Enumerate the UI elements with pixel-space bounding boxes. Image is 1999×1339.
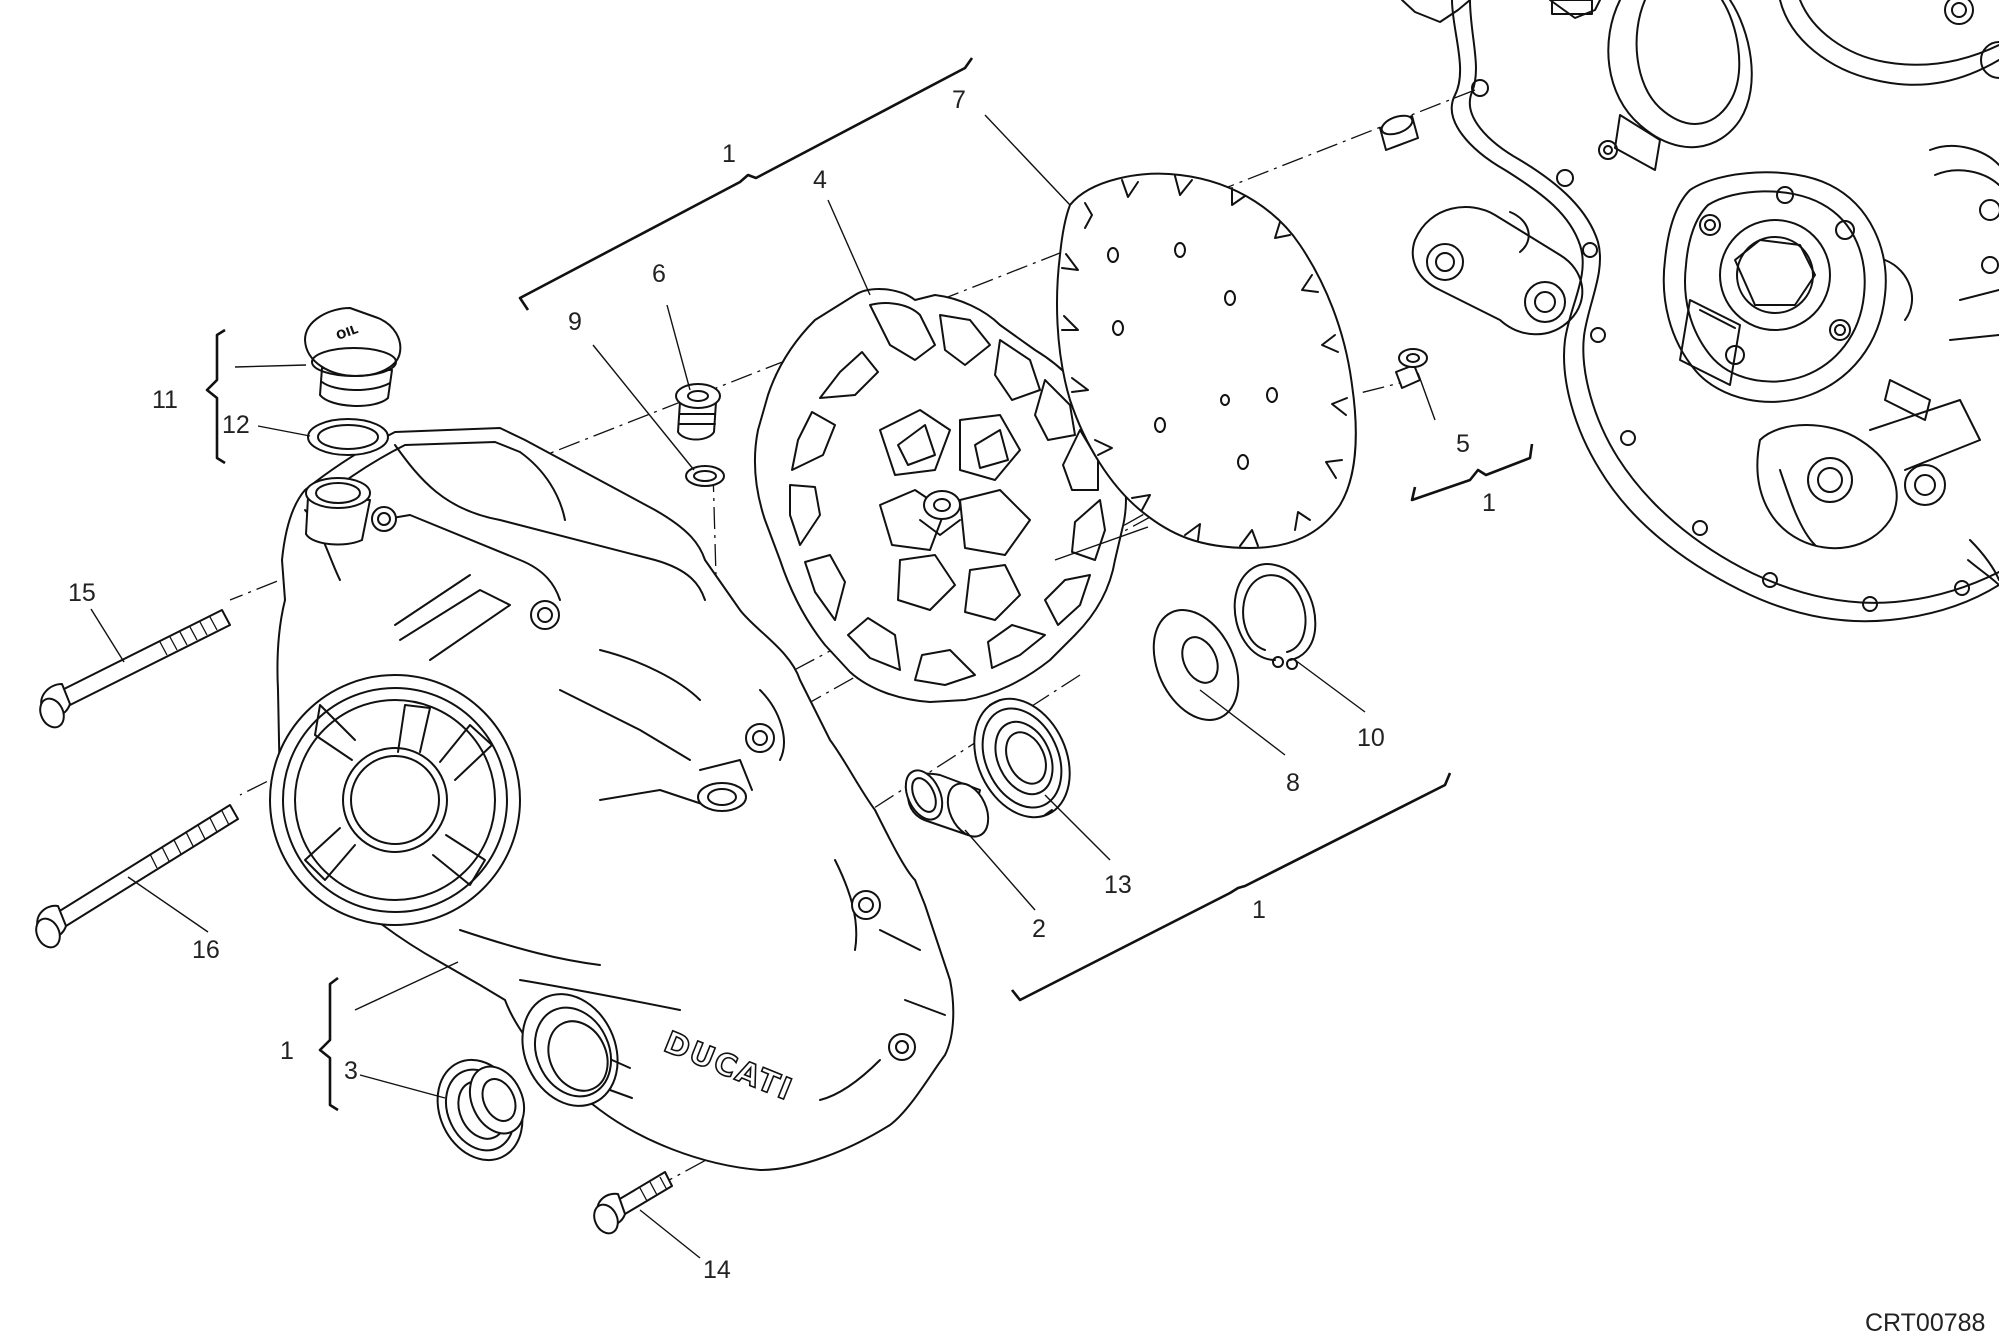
callout-14: 14	[703, 1256, 731, 1284]
callout-15: 15	[68, 579, 96, 607]
callout-6: 6	[652, 260, 666, 288]
callout-7: 7	[952, 86, 966, 114]
callout-10: 10	[1357, 724, 1385, 752]
callout-11: 11	[152, 386, 178, 414]
callout-16: 16	[192, 936, 220, 964]
callout-4: 4	[813, 166, 827, 194]
callout-8: 8	[1286, 769, 1300, 797]
drawing-code: CRT00788	[1865, 1309, 1985, 1337]
bolt-14	[593, 1171, 673, 1235]
o-ring-12	[307, 418, 389, 456]
cover-gasket-4	[753, 288, 1127, 703]
leader-lines	[90, 114, 1436, 1259]
bolt-15	[39, 609, 231, 729]
callout-1-top: 1	[722, 140, 736, 168]
callout-9: 9	[568, 308, 582, 336]
group-brackets	[205, 57, 1534, 1112]
callout-13: 13	[1104, 871, 1132, 899]
callout-labels: 1 1 1 1 2 3 4 5 6 7 8 9 10 11 12 13 14 1…	[68, 86, 1985, 1337]
thrust-washer-8	[1152, 609, 1240, 721]
callout-1-bottom: 1	[1252, 896, 1266, 924]
oil-filler-cap: OIL	[304, 307, 402, 407]
bolt-16	[35, 804, 239, 949]
oil-seal-3	[436, 1058, 526, 1162]
screw-5	[1395, 348, 1428, 389]
dowel-pin	[1379, 114, 1419, 151]
sealing-washer-9	[685, 465, 725, 487]
callout-3: 3	[344, 1057, 358, 1085]
circlip-10	[1233, 563, 1317, 670]
clutch-cover: DUCATI	[269, 427, 955, 1171]
callout-5: 5	[1456, 430, 1470, 458]
bushing-2	[904, 769, 990, 838]
callout-1-right: 1	[1482, 489, 1496, 517]
crankcase-drawing	[1401, 0, 1999, 623]
callout-12: 12	[222, 411, 250, 439]
drain-plug-6	[675, 383, 721, 441]
bearing-13	[973, 697, 1071, 819]
callout-1-left: 1	[280, 1037, 294, 1065]
callout-2: 2	[1032, 915, 1046, 943]
cover-plate-7	[1056, 172, 1357, 549]
